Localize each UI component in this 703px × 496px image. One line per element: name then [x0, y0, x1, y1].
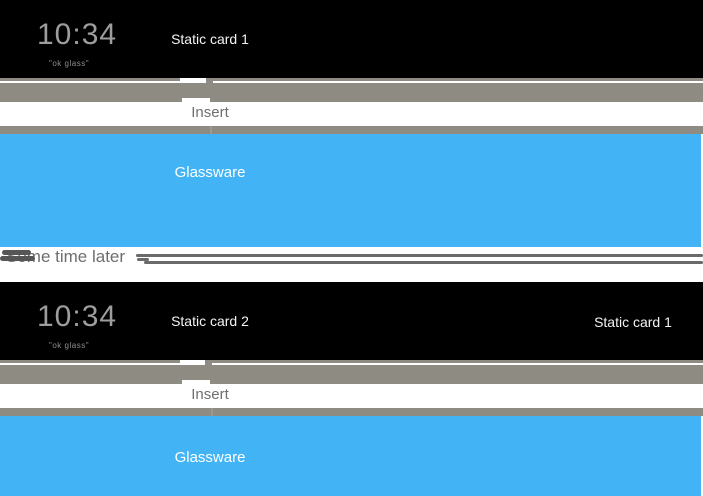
static-card-2-label: Static card 2 — [171, 313, 249, 329]
glassware-label-2: Glassware — [174, 449, 246, 466]
separator-scribble-top — [2, 250, 31, 255]
some-time-later-text: Some time later — [6, 247, 126, 266]
clock-text: 10:34 — [37, 18, 118, 51]
insert-connector-stub-1 — [206, 78, 213, 86]
timeline-bar-1 — [0, 83, 703, 102]
timeline-home-card-2: 10:34 "ok glass" Static card 2 Static ca… — [0, 282, 703, 360]
insert-label-2: Insert — [191, 386, 229, 403]
timeline-strip-gap-2 — [180, 360, 206, 363]
timeline-strip-bottom-2 — [0, 408, 703, 416]
glassware-card-1: Glassware — [0, 134, 701, 247]
insert-label-1: Insert — [191, 104, 229, 121]
ok-glass-hint: "ok glass" — [49, 59, 90, 68]
separator-line-bottom — [144, 261, 703, 264]
ok-glass-hint: "ok glass" — [49, 341, 90, 350]
glassware-label-1: Glassware — [174, 164, 246, 181]
separator-line-hook — [137, 258, 149, 261]
static-card-1-label: Static card 1 — [171, 31, 249, 47]
clock-text: 10:34 — [37, 300, 118, 333]
separator-line-top — [136, 254, 703, 257]
timeline-strip-bottom-1 — [0, 126, 703, 134]
insert-connector-stub-2 — [205, 360, 212, 368]
timeline-bar-2 — [0, 365, 703, 384]
timeline-strip-gap-1 — [180, 78, 206, 81]
timeline-seam-2 — [211, 408, 213, 416]
timeline-seam-1 — [210, 126, 212, 134]
static-card-1-label-right: Static card 1 — [594, 314, 672, 330]
glassware-card-2: Glassware — [0, 416, 701, 496]
separator-scribble-bottom — [0, 256, 35, 261]
timeline-home-card-1: 10:34 "ok glass" Static card 1 — [0, 0, 703, 78]
insert-notch-1 — [182, 98, 210, 102]
insert-notch-2 — [182, 380, 210, 384]
timeline-strip-top-2 — [0, 360, 703, 363]
timeline-strip-top-1 — [0, 78, 703, 81]
